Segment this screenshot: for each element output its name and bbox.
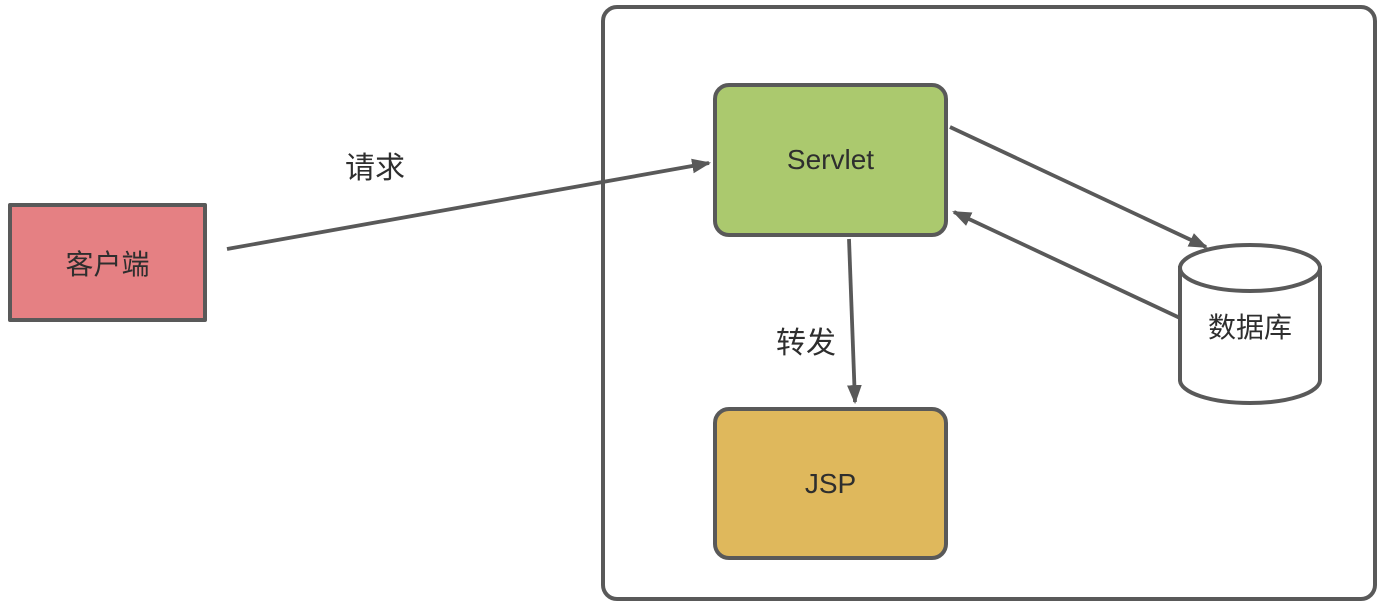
node-jsp-label: JSP [804,467,857,499]
edge-database-to-servlet-arrow [952,210,1181,320]
node-database-label: 数据库 [1207,312,1292,343]
edge-request-arrow [226,158,712,251]
database-cylinder [1178,243,1322,405]
edge-servlet-to-database-arrow [949,125,1208,249]
database-cylinder-top [1178,243,1322,293]
server-boundary-container [601,5,1377,601]
node-servlet-label: Servlet [786,144,875,175]
node-servlet: Servlet [713,83,948,237]
edge-forward-arrow [846,238,862,405]
database-cylinder-body [1178,266,1322,405]
edge-forward-label: 转发 [776,327,836,360]
node-client: 客户端 [8,203,207,322]
node-jsp: JSP [713,407,948,560]
edge-request-label: 请求 [345,152,405,185]
node-client-label: 客户端 [65,248,150,280]
